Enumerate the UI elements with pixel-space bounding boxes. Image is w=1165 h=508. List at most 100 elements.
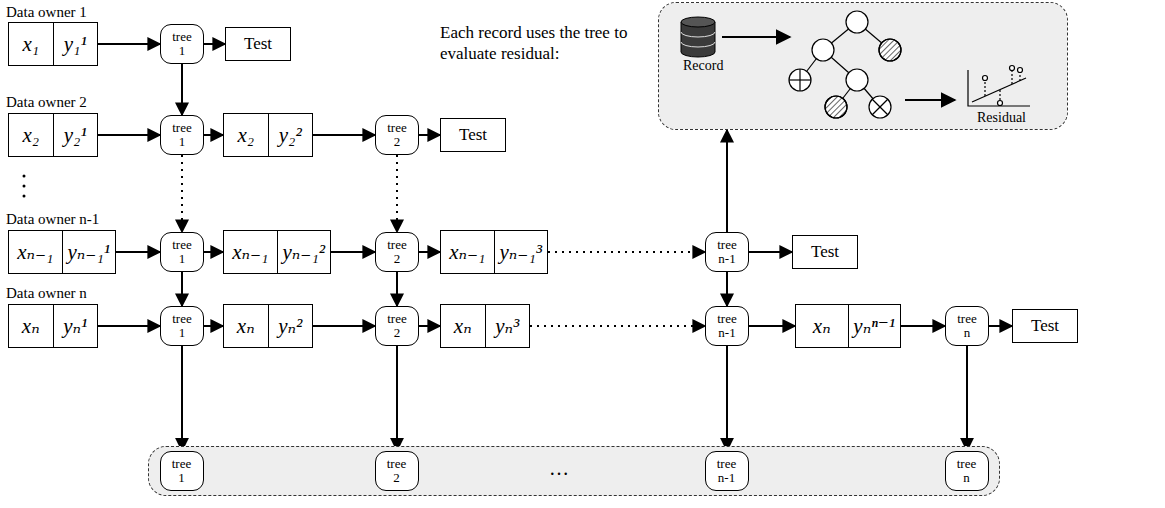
record-box: xₙyₙ³ (440, 304, 530, 348)
inset-ground (659, 3, 1067, 129)
node-label: Test (244, 34, 272, 54)
tree-box: tree 1 (160, 24, 204, 64)
tree-illustration (789, 11, 901, 118)
residual-chart (968, 66, 1030, 107)
node-label: tree n (953, 312, 981, 339)
node-label: Test (1031, 316, 1059, 336)
node-label: tree 1 (168, 312, 196, 339)
feature-cell: xₙ (441, 305, 485, 347)
flow-arrow (726, 272, 728, 306)
flow-arrow (722, 36, 790, 38)
flow-arrow (749, 325, 795, 327)
tree-box: tree n-1 (705, 451, 749, 491)
flow-arrow (726, 346, 728, 451)
record-box: xₙ₋₁yₙ₋₁² (223, 230, 331, 274)
flow-arrow (98, 43, 160, 45)
flow-arrow (419, 134, 440, 136)
flow-arrow (313, 134, 375, 136)
tree-box: tree n-1 (705, 232, 749, 272)
flow-arrow (396, 272, 398, 306)
feature-cell: xₙ (9, 305, 53, 347)
flow-arrow (98, 325, 160, 327)
tree-box: tree 1 (160, 306, 204, 346)
flow-arrow (204, 251, 223, 253)
flow-arrow (548, 251, 705, 253)
label-cell: yₙⁿ⁻¹ (848, 305, 901, 347)
feature-cell: xₙ₋₁ (9, 231, 62, 273)
flow-arrow (204, 325, 223, 327)
feature-cell: xₙ (796, 305, 848, 347)
feature-cell: x₂ (9, 114, 53, 156)
node-label: tree n-1 (713, 457, 741, 484)
node-label: tree 2 (383, 238, 411, 265)
record-box: x₂y₂¹ (8, 113, 98, 157)
tree-box: tree 1 (160, 451, 204, 491)
inset-caption: Record (683, 58, 723, 74)
database-icon (681, 17, 715, 57)
note-text: Each record uses the tree to evaluate re… (440, 22, 640, 65)
tree-box: tree 1 (160, 232, 204, 272)
test-box: Test (440, 118, 506, 152)
node-label: tree 2 (383, 457, 411, 484)
label-cell: yₙ² (268, 305, 313, 347)
label-cell: yₙ³ (485, 305, 530, 347)
tree-box: tree n (945, 306, 989, 346)
inset-panel: RecordResidual (658, 2, 1068, 130)
ellipsis-dots (23, 175, 26, 198)
ellipsis: … (549, 457, 569, 480)
tree-box: tree 2 (375, 306, 419, 346)
tree-box: tree 2 (375, 451, 419, 491)
test-box: Test (225, 27, 291, 61)
flow-arrow (905, 99, 955, 101)
flow-arrow (204, 43, 225, 45)
tree-box: tree 2 (375, 115, 419, 155)
feature-cell: xₙ₋₁ (224, 231, 277, 273)
flow-arrow (181, 64, 183, 115)
flow-arrow (98, 134, 160, 136)
owner-label: Data owner n (6, 285, 87, 302)
flow-arrow (313, 325, 375, 327)
flow-arrow (419, 325, 440, 327)
owner-label: Data owner n-1 (6, 211, 99, 228)
flow-arrow (331, 251, 375, 253)
flow-arrow (901, 325, 945, 327)
inset-caption: Residual (977, 110, 1026, 126)
feature-cell: x₂ (224, 114, 268, 156)
feature-cell: xₙ₋₁ (441, 231, 494, 273)
flow-arrow (181, 155, 183, 232)
owner-label: Data owner 2 (6, 94, 87, 111)
node-label: tree 2 (383, 121, 411, 148)
label-cell: yₙ₋₁¹ (62, 231, 116, 273)
record-box: xₙ₋₁yₙ₋₁³ (440, 230, 548, 274)
record-box: xₙyₙ² (223, 304, 313, 348)
tree-box: tree 1 (160, 115, 204, 155)
label-cell: y₂¹ (53, 114, 98, 156)
flow-arrow (530, 325, 705, 327)
node-label: Test (811, 242, 839, 262)
test-box: Test (792, 235, 858, 269)
flow-arrow (181, 346, 183, 451)
node-label: tree 1 (168, 121, 196, 148)
label-cell: yₙ¹ (53, 305, 98, 347)
flow-arrow (749, 251, 792, 253)
node-label: tree n (953, 457, 981, 484)
tree-box: tree 2 (375, 232, 419, 272)
feature-cell: xₙ (224, 305, 268, 347)
node-label: tree 1 (168, 238, 196, 265)
feature-cell: x₁ (9, 23, 53, 65)
flow-arrow (419, 251, 440, 253)
test-box: Test (1012, 309, 1078, 343)
record-box: x₂y₂² (223, 113, 313, 157)
flow-arrow (396, 155, 398, 232)
flow-arrow (966, 346, 968, 451)
flow-arrow (116, 251, 160, 253)
label-cell: yₙ₋₁² (277, 231, 331, 273)
flow-arrow (204, 134, 223, 136)
record-box: xₙyₙⁿ⁻¹ (795, 304, 901, 348)
flow-arrow (181, 272, 183, 306)
node-label: tree n-1 (713, 238, 741, 265)
node-label: tree 1 (168, 457, 196, 484)
node-label: Test (459, 125, 487, 145)
label-cell: yₙ₋₁³ (494, 231, 548, 273)
